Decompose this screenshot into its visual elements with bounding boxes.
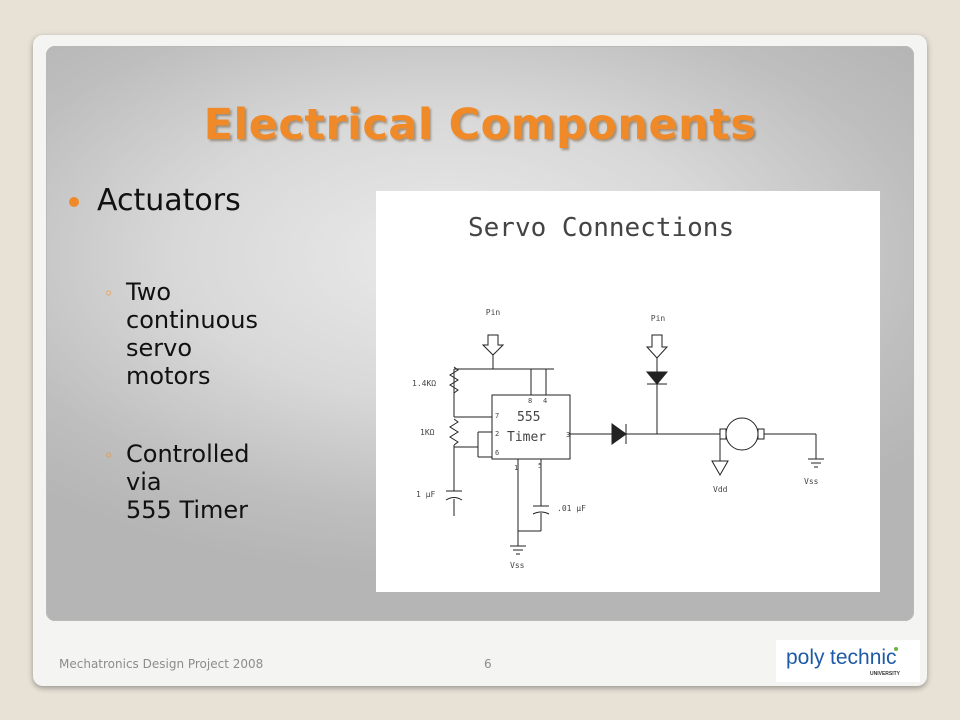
logo-svg: poly technic UNIVERSITY xyxy=(786,646,901,677)
label-pin4: 4 xyxy=(543,397,547,405)
sub-item-line: Two xyxy=(126,278,171,306)
label-pin8: 8 xyxy=(528,397,532,405)
servo-circuit-diagram: Servo Connections Pin Pin 1.4KΩ 1KΩ 1 µF… xyxy=(376,191,880,592)
bullet-text: Actuators xyxy=(97,183,241,218)
label-pin6: 6 xyxy=(495,449,499,457)
sub-item-line: 555 Timer xyxy=(126,496,249,524)
logo-accent-icon xyxy=(894,647,898,651)
page-number: 6 xyxy=(484,657,492,671)
label-chip-timer: Timer xyxy=(507,430,546,445)
sub-item-line: servo motors xyxy=(126,334,211,390)
logo-sub: UNIVERSITY xyxy=(870,671,901,677)
label-chip-555: 555 xyxy=(517,410,540,425)
resistor-2-icon xyxy=(449,418,459,446)
label-vss-right: Vss xyxy=(804,477,819,486)
diagram-title: Servo Connections xyxy=(468,213,734,243)
footer-text: Mechatronics Design Project 2008 xyxy=(59,657,264,671)
label-r2: 1KΩ xyxy=(420,428,435,437)
pin-left-icon xyxy=(481,334,505,356)
sub-item-text: Two continuous servo motors xyxy=(126,278,258,390)
circuit-svg: Servo Connections Pin Pin 1.4KΩ 1KΩ 1 µF… xyxy=(412,213,824,570)
label-pin-right: Pin xyxy=(651,314,666,323)
sub-bullet-icon: ◦ xyxy=(104,446,114,465)
slide-title: Electrical Components xyxy=(203,100,757,150)
label-c1: 1 µF xyxy=(416,490,435,499)
pin-right-icon xyxy=(645,334,669,359)
label-pin7: 7 xyxy=(495,412,499,420)
label-vdd: Vdd xyxy=(713,485,728,494)
diode-horizontal-icon xyxy=(611,423,627,445)
sub-bullet-icon: ◦ xyxy=(104,284,114,303)
label-vss-bottom: Vss xyxy=(510,561,525,570)
vdd-icon xyxy=(711,460,729,477)
label-pin2: 2 xyxy=(495,430,499,438)
label-pin-left: Pin xyxy=(486,308,501,317)
servo-motor-icon xyxy=(725,417,759,451)
diode-vertical-icon xyxy=(645,371,669,385)
sub-item-line: Controlled via xyxy=(126,440,250,496)
logo-word-left: poly xyxy=(786,646,825,669)
bullet-dot-icon xyxy=(69,197,79,207)
label-pin3: 3 xyxy=(566,431,570,439)
logo-word-right: technic xyxy=(830,646,897,669)
label-pin5: 5 xyxy=(538,462,542,470)
sub-item-text: Controlled via 555 Timer xyxy=(126,440,249,524)
label-pin1: 1 xyxy=(514,464,518,472)
label-r1: 1.4KΩ xyxy=(412,379,436,388)
polytechnic-logo: poly technic UNIVERSITY xyxy=(776,640,920,682)
label-c2: .01 µF xyxy=(557,504,586,513)
sub-item-line: continuous xyxy=(126,306,258,334)
resistor-1-icon xyxy=(449,366,459,394)
